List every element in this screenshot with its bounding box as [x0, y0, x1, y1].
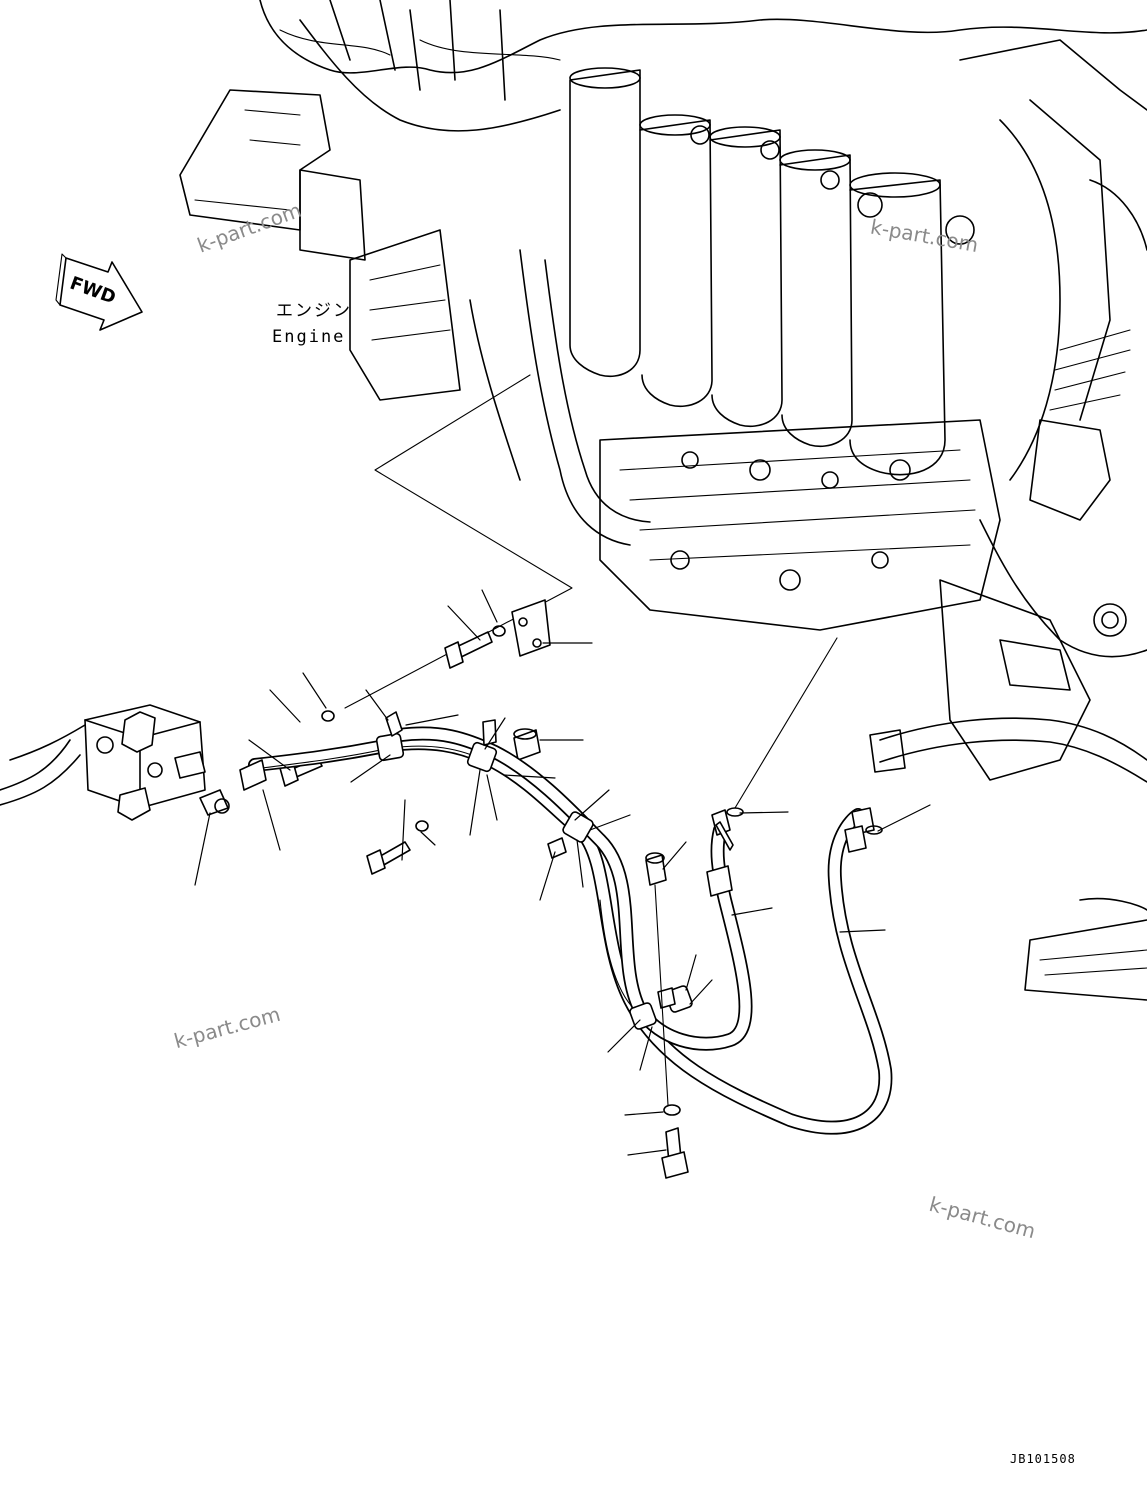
spacer	[513, 728, 541, 761]
watermark: k-part.com	[869, 214, 980, 257]
clamp-bolt-2	[366, 820, 429, 875]
bolt-washer-plate	[444, 599, 551, 669]
engine-assembly	[179, 0, 1147, 1001]
drawing-code: JB101508	[1010, 1452, 1076, 1466]
engine-label-jp: エンジン	[276, 301, 352, 321]
fwd-label: FWD	[67, 273, 118, 309]
elbow-fitting	[199, 789, 230, 816]
fwd-arrow-icon: FWD	[55, 253, 143, 331]
filter-canisters	[569, 67, 975, 476]
hose-assembly	[239, 637, 893, 1179]
leader-lines	[194, 589, 931, 1156]
engine-label-en: Engine	[272, 327, 345, 347]
clamp-bolt-1	[279, 710, 335, 787]
watermark: k-part.com	[927, 1192, 1038, 1243]
valve-block	[0, 704, 206, 821]
watermark: k-part.com	[171, 1002, 282, 1053]
